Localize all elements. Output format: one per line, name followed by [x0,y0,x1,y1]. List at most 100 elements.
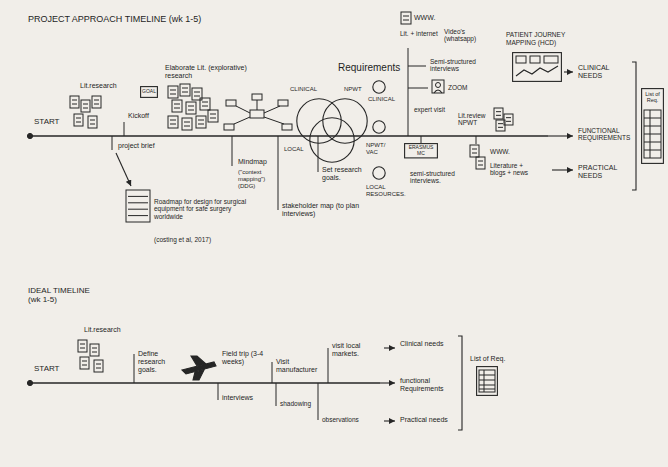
journey-curve [516,66,558,76]
document-icon [470,145,479,157]
person-shoulders [434,90,442,93]
document-line [210,114,216,115]
box-outline [405,144,438,158]
leader-line [408,66,426,67]
document-line [210,118,216,119]
circle-outline [372,80,386,94]
list-grid-line [479,375,495,376]
document-line [90,120,95,121]
sketch-note: Mindmap [238,158,267,166]
document-icon [168,116,178,128]
document-line [184,122,190,123]
document-icon [81,100,90,112]
mindmap-icon [282,124,292,130]
sketch-note: project brief [118,142,155,150]
list-grid-line [644,134,661,135]
document-line [496,111,501,112]
document-line [170,120,176,121]
sketch-note: WWW. [490,148,510,155]
document-line [403,16,409,17]
circle-outline [372,166,386,180]
leader-line [328,348,329,383]
mindmap-branch [236,106,250,113]
document-line [170,94,176,95]
arrow [384,420,395,421]
document-line [202,106,208,107]
document-icon [180,84,190,96]
requirements-list: List of Req. [476,366,498,396]
document-line [478,165,483,166]
leader-line [276,383,277,406]
document-icon [88,116,97,128]
document-line [82,361,87,362]
sketch-note: observations [322,416,359,423]
sketch-note: ZOOM [448,84,468,91]
node-label: CLINICAL [368,96,408,103]
list-grid-line [479,389,495,390]
document-line [188,110,194,111]
sketch-note: visit local markets. [332,342,382,358]
document-line [498,127,503,128]
sketch-note: expert visit [414,106,446,113]
arrow [552,169,573,170]
leader-line [232,136,233,166]
document-line [80,348,85,349]
mindmap-branch [257,100,258,110]
document-line [472,153,477,154]
mindmap-branch [234,117,250,124]
document-line [80,344,85,345]
mindmap-branch [264,106,280,113]
document-icon [172,100,182,112]
circle-outline [373,81,385,93]
sketch-note: ("context mapping") (DDG) [238,169,274,190]
document-line [202,102,208,103]
document-line [182,92,188,93]
arrow [564,71,573,72]
document-line [76,118,81,119]
circle-outline [309,117,355,163]
leader-line [124,122,125,136]
node-label: LOCAL RESOURCES. [366,184,408,198]
sketch-note: Lit. + internet [400,30,438,37]
mindmap-branch [264,117,284,124]
document-line [92,348,97,349]
goal-box: GOAL [140,86,158,98]
list-grid-line [650,110,651,158]
bracket [458,336,462,430]
document-line [182,88,188,89]
sketch-note: Elaborate Lit. (explorative) research [165,64,275,80]
sketch-note: Roadmap for design for surgical equipmen… [154,198,250,220]
sketch-note: START [34,364,59,373]
document-line [94,100,99,101]
leader-line [218,383,219,400]
sketch-note: Lit.research [84,326,121,334]
list-grid-line [479,385,495,386]
document-icon [401,12,411,24]
person-head [436,83,441,88]
journey-screen: PATIENT JOURNEY MAPPING (HCD) [512,52,562,82]
video-call-icon [432,80,444,93]
document-line [184,126,190,127]
circle-outline [297,99,341,143]
chart-block [516,56,526,63]
sketch-note: FUNCTIONAL REQUIREMENTS [578,127,634,142]
document-icon [94,360,103,372]
venn-circle: NPWT [322,98,368,144]
document-icon [476,157,485,169]
document-icon [208,110,218,122]
document-line [478,161,483,162]
topic-circle: LOCAL RESOURCES. [372,166,386,180]
leader-line [408,48,409,136]
leader-line [318,383,319,420]
document-line [128,202,148,203]
document-icon [92,96,101,108]
title-text: PROJECT APPROACH TIMELINE (wk 1-5) [28,14,201,24]
document-line [94,104,99,105]
leader-line [318,136,319,172]
chart-block [544,56,558,63]
node-label: List of Req. [470,355,514,363]
node-label: List of Req. [643,91,662,104]
leader-line [408,88,428,89]
sketch-note: Set research goals. [322,166,376,182]
